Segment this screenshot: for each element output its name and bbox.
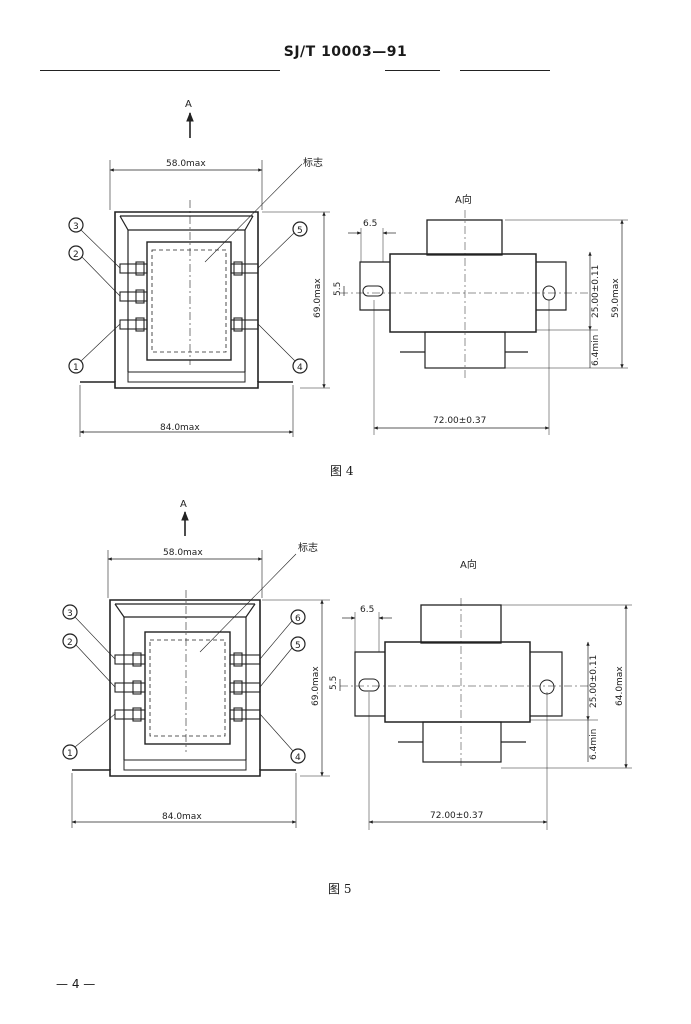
figure5-caption: 图 5 — [328, 882, 352, 896]
fig5-dim-pitch: 6.5 — [360, 605, 374, 615]
fig5-dim-top-width: 58.0max — [163, 548, 203, 558]
fig5-pin-4: 4 — [295, 753, 301, 763]
figure4-caption: 图 4 — [330, 464, 354, 478]
figure5-side-text: A向 6.5 5.5 72.00±0.37 25.00±0.11 6.4min … — [329, 558, 625, 821]
fig4-pin-4: 4 — [297, 363, 303, 373]
fig5-dim-side-height: 64.0max — [615, 666, 625, 706]
fig5-pin-2: 2 — [67, 638, 73, 648]
figure4-front-view — [68, 112, 330, 437]
fig5-dim-height: 69.0max — [311, 666, 321, 706]
fig5-dim-pin-spacing: 25.00±0.11 — [589, 655, 599, 708]
fig4-dim-side-height: 59.0max — [611, 278, 621, 318]
fig5-dim-base-width: 84.0max — [162, 812, 202, 822]
figure4-side-text: A向 6.5 5.5 72.00±0.37 25.00±0.11 6.4min … — [333, 193, 621, 426]
fig4-dim-mount-spacing: 72.00±0.37 — [433, 416, 486, 426]
fig5-view-label: A向 — [460, 558, 477, 571]
fig5-dim-slot: 5.5 — [329, 676, 339, 690]
standard-header: SJ/T 10003—91 — [283, 44, 408, 60]
fig4-dim-height: 69.0max — [313, 278, 323, 318]
fig5-pin-6: 6 — [295, 614, 301, 624]
fig4-dim-base-width: 84.0max — [160, 423, 200, 433]
fig5-dim-pin-min: 6.4min — [589, 729, 599, 760]
figure4-side-view — [340, 210, 628, 435]
figure4-text: A 58.0max 标志 84.0max 69.0max 3 2 1 5 4 — [73, 99, 323, 433]
fig4-dim-pin-spacing: 25.00±0.11 — [591, 265, 601, 318]
header-rule-mid — [385, 70, 440, 71]
fig4-view-label: A向 — [455, 193, 472, 206]
fig4-pin-5: 5 — [297, 226, 303, 236]
fig5-dim-mount-spacing: 72.00±0.37 — [430, 811, 483, 821]
fig5-mark-label: 标志 — [298, 541, 318, 554]
figure5-text: A 58.0max 标志 84.0max 69.0max 3 2 1 6 5 4 — [67, 499, 321, 822]
fig4-dim-top-width: 58.0max — [166, 159, 206, 169]
fig4-mark-label: 标志 — [303, 156, 323, 169]
fig4-pin-2: 2 — [73, 250, 79, 260]
fig4-dim-slot: 5.5 — [333, 282, 343, 296]
fig4-dim-pitch: 6.5 — [363, 219, 377, 229]
figure5-side-view — [339, 598, 632, 830]
fig4-dim-pin-min: 6.4min — [591, 335, 601, 366]
fig5-arrow-label: A — [180, 499, 187, 510]
fig5-pin-1: 1 — [67, 749, 73, 759]
header-rule-right — [460, 70, 550, 71]
page-number: — 4 — — [56, 977, 96, 991]
figure5-front-view — [62, 511, 330, 828]
fig4-pin-3: 3 — [73, 222, 79, 232]
header-rule-left — [40, 70, 280, 71]
fig4-arrow-label: A — [185, 99, 192, 110]
fig4-pin-1: 1 — [73, 363, 79, 373]
fig5-pin-5: 5 — [295, 641, 301, 651]
fig5-pin-3: 3 — [67, 609, 73, 619]
